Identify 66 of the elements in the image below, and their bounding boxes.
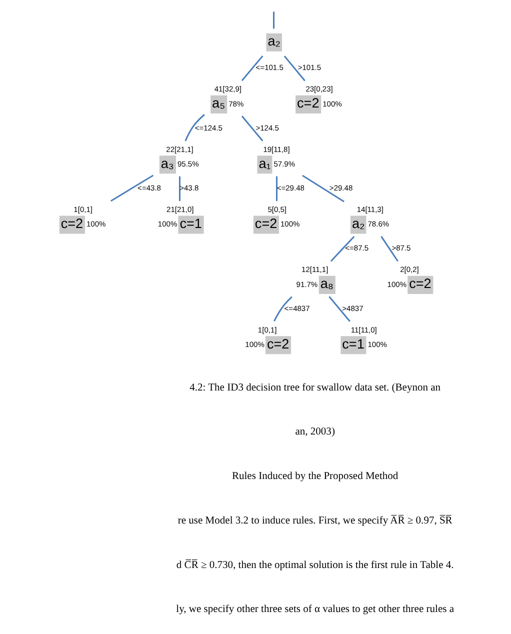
node-box: c=2 bbox=[265, 336, 292, 354]
node-label: 57.9% bbox=[274, 159, 296, 168]
edge-label: <=4837 bbox=[284, 304, 310, 313]
node-label: 22[21,1] bbox=[166, 144, 194, 154]
node-label: 100% bbox=[86, 220, 106, 229]
node-box: c=2 bbox=[59, 216, 85, 234]
connector bbox=[273, 296, 292, 322]
label: ly, we specify other three sets of α values to get other three rules a bbox=[176, 604, 454, 616]
node-label: 100% bbox=[158, 220, 178, 229]
node-label: 14[11,3] bbox=[356, 204, 384, 214]
node-label: 11[11,0] bbox=[350, 325, 377, 334]
node-label: 5[0,5] bbox=[268, 204, 287, 214]
node-label: 100% bbox=[368, 340, 387, 349]
edge-label: >87.5 bbox=[392, 244, 411, 253]
node-box: a₂ bbox=[350, 216, 366, 234]
node-label: 19[11,8] bbox=[263, 144, 290, 154]
node-label: 78.6% bbox=[368, 220, 390, 229]
connector bbox=[330, 236, 355, 262]
node-label: 100% bbox=[322, 99, 342, 108]
node-box: c=2 bbox=[253, 216, 279, 234]
edge-label: >4837 bbox=[342, 304, 364, 313]
node-label: 1[0,1] bbox=[258, 325, 277, 334]
connector bbox=[276, 176, 278, 202]
node-box: a₈ bbox=[318, 276, 336, 294]
edge-label: >124.5 bbox=[256, 123, 279, 132]
edge-label: >29.48 bbox=[329, 184, 353, 193]
node-label: 78% bbox=[228, 99, 244, 108]
node-box: c=1 bbox=[340, 336, 366, 354]
connector bbox=[241, 116, 264, 142]
node-label: 95.5% bbox=[177, 159, 199, 168]
connector bbox=[284, 56, 306, 82]
connector bbox=[110, 174, 154, 202]
connector bbox=[328, 296, 350, 322]
edge-label: <=43.8 bbox=[138, 184, 161, 193]
connector bbox=[184, 114, 205, 142]
node-label: 2[0,2] bbox=[400, 265, 419, 274]
node-box: a₅ bbox=[210, 95, 228, 114]
label: d C̅R̅ ≥ 0.730, then the optimal solution is the first rule in Table 4. bbox=[176, 560, 454, 571]
edge-label: <=87.5 bbox=[345, 244, 369, 253]
edge-label: >101.5 bbox=[298, 63, 322, 72]
node-box: a₁ bbox=[257, 156, 272, 174]
node-label: 21[21,0] bbox=[166, 204, 194, 214]
node-box: c=2 bbox=[408, 276, 434, 294]
connector bbox=[241, 56, 264, 82]
node-box: c=1 bbox=[178, 216, 204, 234]
node-box: c=2 bbox=[296, 95, 322, 114]
connector bbox=[272, 12, 274, 29]
label: re use Model 3.2 to induce rules. First, we specify A̅R̅ ≥ 0.97, S̅R̅ bbox=[178, 515, 452, 526]
node-label: 91.7% bbox=[296, 280, 318, 289]
node-label: 23[0,23] bbox=[306, 84, 333, 94]
connector bbox=[380, 236, 398, 262]
node-label: 100% bbox=[245, 340, 264, 349]
edge-label: <=101.5 bbox=[256, 63, 284, 72]
node-box: a₃ bbox=[159, 156, 176, 174]
node-label: 100% bbox=[280, 220, 300, 229]
node-label: 12[11,1] bbox=[302, 265, 328, 274]
connector bbox=[178, 176, 180, 202]
connector bbox=[302, 174, 344, 202]
label: an, 2003) bbox=[295, 426, 335, 438]
label: 4.2: The ID3 decision tree for swallow data set. (Beynon an bbox=[190, 382, 441, 394]
node-label: 1[0,1] bbox=[74, 204, 92, 214]
node-label: 100% bbox=[387, 280, 407, 289]
edge-label: <=124.5 bbox=[194, 123, 222, 132]
node-box: a₂ bbox=[266, 33, 282, 52]
label: Rules Induced by the Proposed Method bbox=[232, 471, 398, 482]
node-label: 41[32,9] bbox=[214, 84, 242, 94]
